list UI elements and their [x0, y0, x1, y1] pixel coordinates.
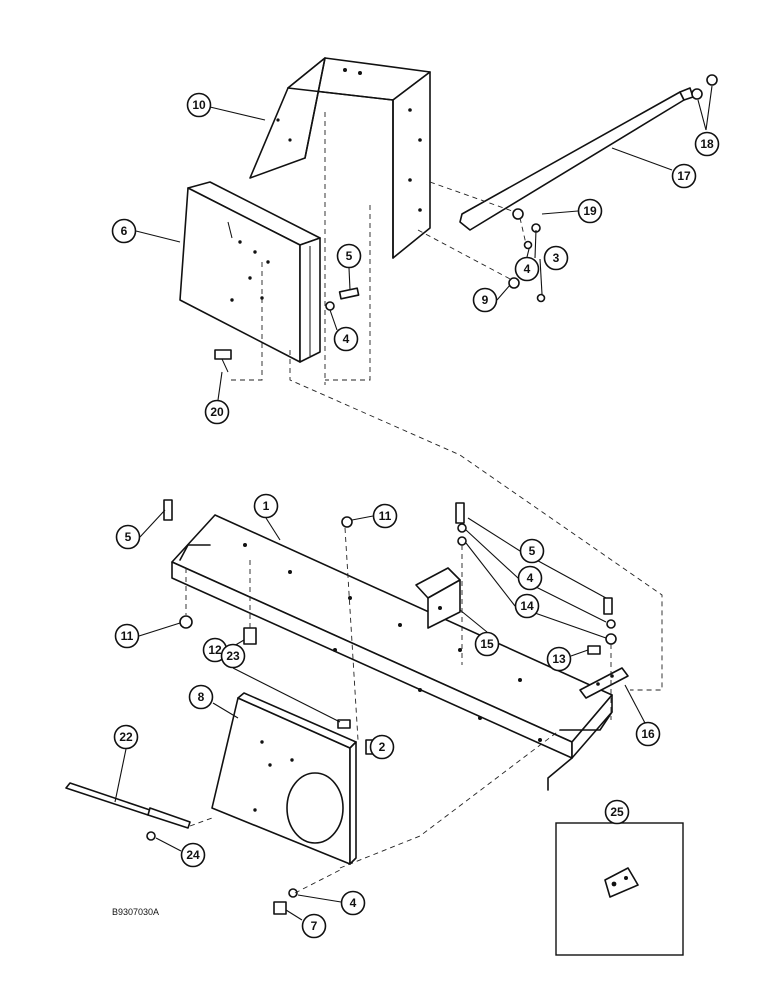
- callout-13-label: 13: [552, 652, 566, 666]
- callout-5c: 5: [519, 538, 545, 564]
- callout-3: 3: [543, 245, 569, 271]
- callout-12-label: 12: [208, 643, 222, 657]
- callout-25: 25: [604, 799, 630, 825]
- bolt-7-part: [273, 888, 298, 915]
- assembly-dashed-lines: [185, 112, 663, 894]
- callout-4b-label: 4: [524, 262, 531, 276]
- callout-23-label: 23: [226, 649, 240, 663]
- callout-11b-label: 11: [121, 629, 134, 643]
- callout-4c: 4: [340, 890, 366, 916]
- callout-9: 9: [472, 287, 498, 313]
- callout-24-label: 24: [186, 848, 200, 862]
- angle-bracket-part: [415, 567, 461, 629]
- callout-3-label: 3: [553, 251, 560, 265]
- callout-23: 23: [220, 643, 246, 669]
- callout-16: 16: [635, 721, 661, 747]
- callout-7: 7: [301, 913, 327, 939]
- callout-5b: 5: [115, 524, 141, 550]
- callout-22: 22: [113, 724, 139, 750]
- figure-reference-number: B9307030A: [112, 907, 159, 917]
- callout-10: 10: [186, 92, 212, 118]
- callout-5c-label: 5: [529, 544, 536, 558]
- callout-14-label: 14: [520, 599, 534, 613]
- callout-8: 8: [188, 684, 214, 710]
- callout-5b-label: 5: [125, 530, 132, 544]
- detail-inset-box: [555, 822, 684, 956]
- callout-18: 18: [694, 131, 720, 157]
- callout-6: 6: [111, 218, 137, 244]
- strap-bracket-part: [579, 667, 629, 699]
- callout-1-label: 1: [263, 499, 270, 513]
- callout-14: 14: [514, 593, 540, 619]
- callout-20-label: 20: [210, 405, 224, 419]
- callout-11a: 11: [372, 503, 398, 529]
- callout-17: 17: [671, 163, 697, 189]
- callout-8-label: 8: [198, 690, 205, 704]
- side-plate-part: [211, 692, 357, 865]
- callout-15: 15: [474, 631, 500, 657]
- callout-19: 19: [577, 198, 603, 224]
- callout-16-label: 16: [641, 727, 655, 741]
- callout-7-label: 7: [311, 919, 318, 933]
- callout-11b: 11: [114, 623, 140, 649]
- callout-5a: 5: [336, 243, 362, 269]
- callout-11a-label: 11: [379, 509, 392, 523]
- callout-15-label: 15: [480, 637, 494, 651]
- hardware-upper: [214, 74, 718, 373]
- callout-25-label: 25: [610, 805, 624, 819]
- callout-17-label: 17: [677, 169, 691, 183]
- callout-19-label: 19: [583, 204, 597, 218]
- callout-4a-label: 4: [343, 332, 350, 346]
- callout-5a-label: 5: [346, 249, 353, 263]
- callout-18-label: 18: [700, 137, 714, 151]
- callout-4b: 4: [514, 256, 540, 282]
- callout-1: 1: [253, 493, 279, 519]
- callout-2-label: 2: [379, 740, 386, 754]
- upper-shield-part: [249, 57, 431, 259]
- front-shield-part: [179, 181, 321, 363]
- callout-24: 24: [180, 842, 206, 868]
- callout-9-label: 9: [482, 293, 489, 307]
- callout-2: 2: [369, 734, 395, 760]
- callout-13: 13: [546, 646, 572, 672]
- hardware-lower: [163, 499, 617, 755]
- callout-22-label: 22: [119, 730, 133, 744]
- callout-4d-label: 4: [527, 571, 534, 585]
- callout-10-label: 10: [192, 98, 206, 112]
- callout-4a: 4: [333, 326, 359, 352]
- callout-4c-label: 4: [350, 896, 357, 910]
- callout-20: 20: [204, 399, 230, 425]
- handle-rod-part: [65, 782, 191, 841]
- main-crossbeam-part: [171, 514, 613, 791]
- callout-4d: 4: [517, 565, 543, 591]
- callout-6-label: 6: [121, 224, 128, 238]
